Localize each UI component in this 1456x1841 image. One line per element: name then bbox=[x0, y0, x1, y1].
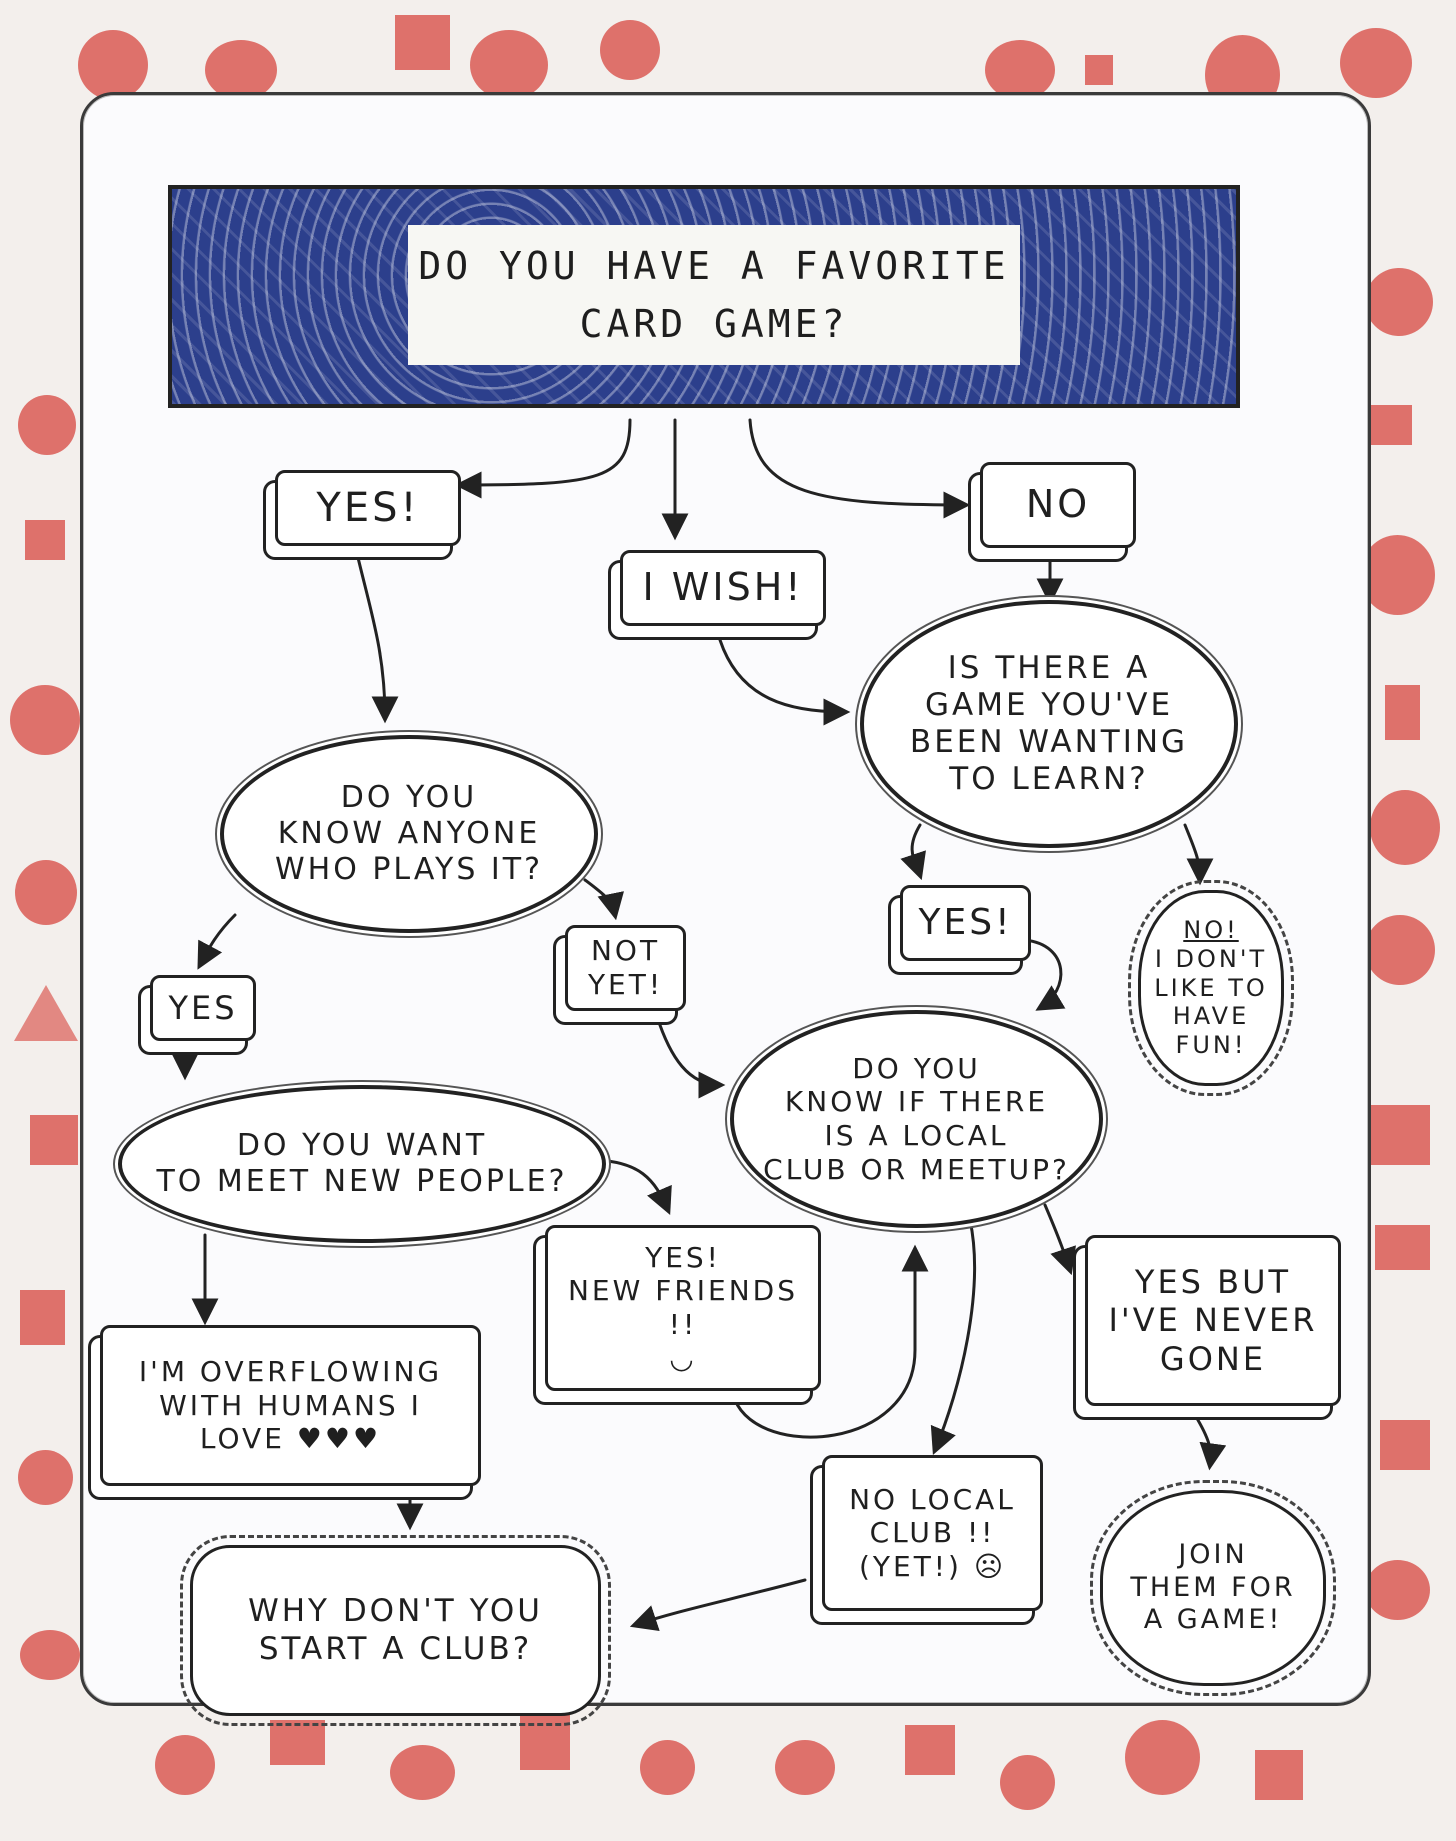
know-anyone-line-3: WHO PLAYS IT? bbox=[274, 852, 544, 887]
node-meet-people: DO YOU WANT TO MEET NEW PEOPLE? bbox=[118, 1085, 606, 1243]
join-them-line-1: JOIN bbox=[1178, 1539, 1248, 1571]
title-label: DO YOU HAVE A FAVORITE CARD GAME? bbox=[408, 225, 1020, 365]
overflowing-line-2: WITH HUMANS I bbox=[159, 1388, 422, 1422]
title-line-1: DO YOU HAVE A FAVORITE bbox=[418, 244, 1010, 288]
arrow-yesnever-to-join bbox=[1193, 1413, 1227, 1471]
smiley-face-icon: ◡ bbox=[669, 1341, 697, 1375]
arrow-title-to-yes bbox=[454, 418, 632, 499]
node-no-local: NO LOCAL CLUB !! (YET!) ☹ bbox=[822, 1455, 1043, 1611]
node-yes-never: YES BUT I'VE NEVER GONE bbox=[1085, 1235, 1341, 1406]
local-club-line-3: IS A LOCAL bbox=[824, 1119, 1009, 1152]
no-fun-line-4: HAVE bbox=[1172, 1002, 1250, 1031]
node-no-fun: NO! I DON'T LIKE TO HAVE FUN! bbox=[1128, 880, 1294, 1096]
arrow-learn-to-nofun bbox=[1183, 823, 1214, 886]
arrow-know-to-notyet bbox=[583, 878, 624, 921]
start-club-line-2: START A CLUB? bbox=[258, 1630, 533, 1667]
node-not-yet: NOT YET! bbox=[565, 925, 686, 1011]
new-friends-line-2: NEW FRIENDS bbox=[567, 1274, 798, 1308]
arrow-club-to-yesnever bbox=[1043, 1203, 1076, 1276]
arrow-title-to-no bbox=[748, 418, 971, 519]
no-local-line-1: NO LOCAL bbox=[849, 1482, 1016, 1516]
game-learn-line-4: TO LEARN? bbox=[949, 761, 1149, 798]
overflowing-line-1: I'M OVERFLOWING bbox=[138, 1355, 443, 1389]
no-fun-line-2: I DON'T bbox=[1154, 944, 1268, 973]
title-line-2: CARD GAME? bbox=[579, 302, 849, 346]
arrow-yes-to-know bbox=[353, 543, 399, 724]
node-join-them: JOIN THEM FOR A GAME! bbox=[1090, 1480, 1336, 1696]
arrow-club-to-nolocal bbox=[930, 1218, 976, 1455]
no-fun-line-3: LIKE TO bbox=[1154, 973, 1268, 1002]
overflowing-line-3: LOVE ♥♥♥ bbox=[199, 1422, 382, 1456]
arrow-know-to-yes bbox=[197, 913, 237, 970]
meet-people-line-1: DO YOU WANT bbox=[236, 1128, 488, 1163]
node-yes-learn: YES! bbox=[900, 885, 1031, 961]
join-them-line-3: A GAME! bbox=[1143, 1604, 1283, 1636]
yes-never-line-1: YES BUT bbox=[1134, 1262, 1292, 1301]
new-friends-line-3: !! bbox=[668, 1308, 698, 1341]
no-fun-line-5: FUN! bbox=[1175, 1031, 1247, 1060]
not-yet-line-1: NOT bbox=[590, 934, 661, 968]
local-club-line-1: DO YOU bbox=[852, 1051, 981, 1085]
node-game-learn: IS THERE A GAME YOU'VE BEEN WANTING TO L… bbox=[860, 600, 1238, 848]
node-start-club: WHY DON'T YOU START A CLUB? bbox=[180, 1535, 611, 1726]
arrow-notyet-to-club bbox=[653, 1008, 726, 1099]
no-fun-line-1: NO! bbox=[1183, 916, 1239, 944]
no-local-line-3: (YET!) ☹ bbox=[858, 1549, 1007, 1583]
know-anyone-line-1: DO YOU bbox=[340, 780, 478, 815]
node-no-top: NO bbox=[980, 462, 1136, 548]
node-i-wish: I WISH! bbox=[620, 550, 826, 626]
node-overflowing: I'M OVERFLOWING WITH HUMANS I LOVE ♥♥♥ bbox=[100, 1325, 481, 1486]
arrow-learn-to-yes bbox=[900, 823, 926, 881]
game-learn-line-3: BEEN WANTING bbox=[909, 724, 1189, 760]
node-local-club: DO YOU KNOW IF THERE IS A LOCAL CLUB OR … bbox=[730, 1010, 1103, 1228]
node-i-wish-label: I WISH! bbox=[642, 565, 804, 610]
yes-never-line-3: GONE bbox=[1159, 1339, 1267, 1378]
node-no-top-label: NO bbox=[1025, 482, 1091, 527]
arrow-yeslearn-to-club bbox=[1023, 938, 1066, 1011]
arrow-friends-to-club bbox=[733, 1244, 929, 1439]
node-yes-top-label: YES! bbox=[316, 485, 420, 531]
new-friends-line-1: YES! bbox=[645, 1240, 721, 1274]
meet-people-line-2: TO MEET NEW PEOPLE? bbox=[156, 1164, 568, 1199]
arrow-wish-to-learn bbox=[718, 638, 851, 726]
join-them-line-2: THEM FOR bbox=[1130, 1571, 1296, 1603]
start-club-line-1: WHY DON'T YOU bbox=[248, 1593, 543, 1630]
local-club-line-4: CLUB OR MEETUP? bbox=[763, 1152, 1070, 1186]
yes-never-line-2: I'VE NEVER bbox=[1108, 1301, 1318, 1340]
node-yes-learn-label: YES! bbox=[918, 902, 1013, 944]
node-yes-know-label: YES bbox=[168, 988, 238, 1027]
arrow-nolocal-to-start bbox=[629, 1578, 807, 1631]
node-yes-know: YES bbox=[150, 975, 256, 1041]
game-learn-line-2: GAME YOU'VE bbox=[924, 686, 1174, 723]
not-yet-line-2: YET! bbox=[587, 968, 664, 1001]
know-anyone-line-2: KNOW ANYONE bbox=[277, 816, 541, 851]
node-new-friends: YES! NEW FRIENDS !! ◡ bbox=[545, 1225, 821, 1391]
node-yes-top: YES! bbox=[275, 470, 461, 546]
node-know-anyone: DO YOU KNOW ANYONE WHO PLAYS IT? bbox=[220, 735, 598, 933]
local-club-line-2: KNOW IF THERE bbox=[784, 1085, 1049, 1119]
no-local-line-2: CLUB !! bbox=[869, 1516, 996, 1550]
game-learn-line-1: IS THERE A bbox=[947, 649, 1151, 686]
